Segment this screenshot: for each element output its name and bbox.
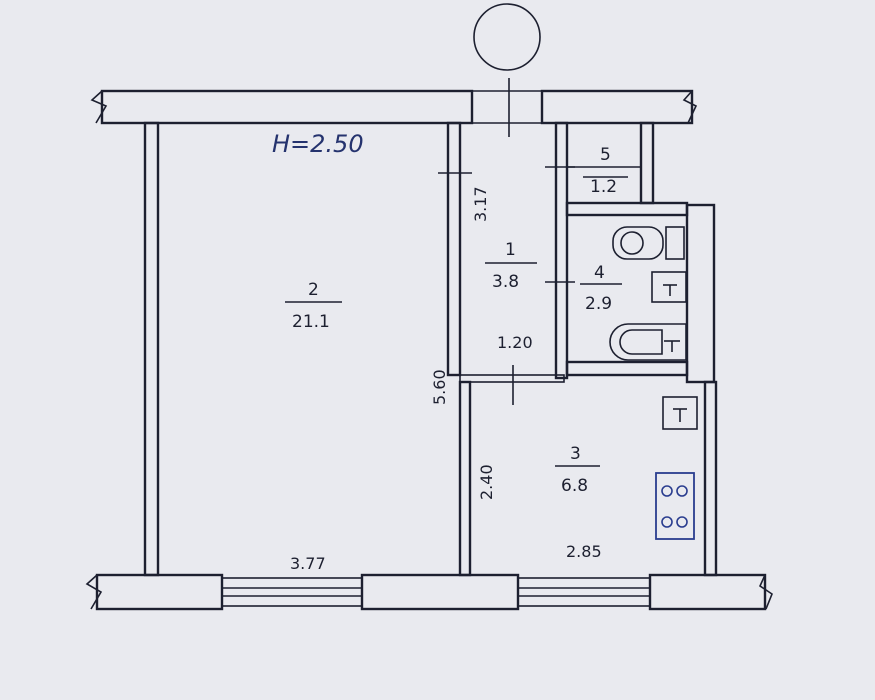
dimension-5-60: 5.60	[430, 369, 449, 405]
bathroom-sink-icon	[651, 271, 687, 303]
bottom-wall	[85, 573, 773, 611]
bathtub-icon	[609, 323, 687, 361]
room-3-number: 3	[570, 444, 581, 464]
dimension-3-17: 3.17	[471, 186, 490, 222]
room-5-area: 1.2	[590, 177, 617, 197]
dimension-2-40: 2.40	[477, 464, 496, 500]
room-2-area: 21.1	[292, 312, 330, 332]
room-1-area: 3.8	[492, 272, 519, 292]
stove-icon	[655, 472, 695, 540]
room-3-area: 6.8	[561, 476, 588, 496]
ceiling-height: H=2.50	[272, 130, 364, 158]
room-1-number: 1	[505, 240, 516, 260]
toilet-icon	[612, 226, 685, 260]
dimension-3-77: 3.77	[290, 554, 326, 573]
compass-circle	[473, 3, 541, 71]
room-2-number: 2	[308, 280, 319, 300]
top-wall	[90, 78, 698, 137]
room-4-number: 4	[594, 263, 605, 283]
dimension-1-20: 1.20	[497, 333, 533, 352]
room-5-number: 5	[600, 145, 611, 165]
kitchen-sink-icon	[662, 396, 698, 430]
interior-walls	[143, 121, 718, 577]
dimension-2-85: 2.85	[566, 542, 602, 561]
room-4-area: 2.9	[585, 294, 612, 314]
